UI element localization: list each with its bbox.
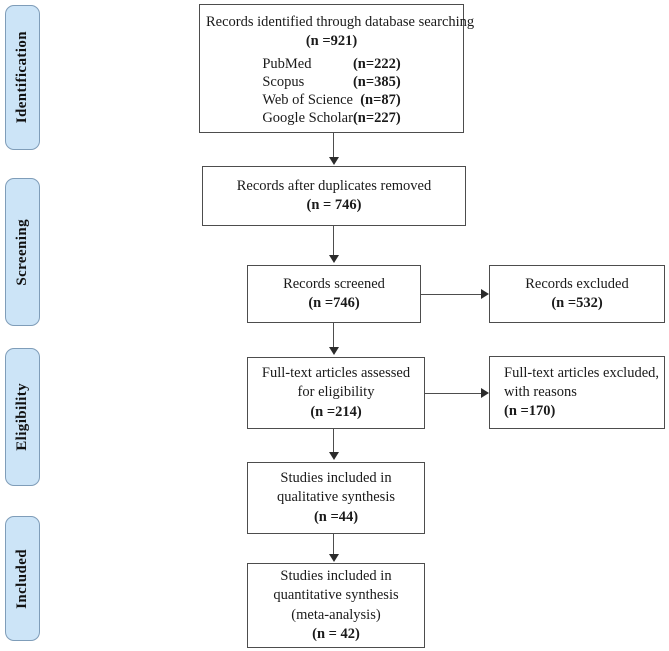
box-qualitative-synthesis: Studies included in qualitative synthesi… [247, 462, 425, 534]
quantitative-line2: quantitative synthesis [273, 587, 399, 604]
source-row-scopus: Scopus (n=385) [262, 73, 400, 91]
duplicates-removed-line1: Records after duplicates removed [236, 177, 432, 194]
database-source-list: PubMed (n=222) Scopus (n=385) Web of Sci… [262, 55, 400, 128]
connector-identified-to-duplicates [333, 133, 334, 159]
box-quantitative-synthesis: Studies included in quantitative synthes… [247, 563, 425, 648]
records-identified-count: (n =921) [305, 33, 358, 50]
phase-included: Included [5, 516, 40, 641]
fulltext-assessed-count: (n =214) [310, 403, 362, 420]
box-qualitative-synthesis-content: Studies included in qualitative synthesi… [248, 469, 424, 526]
source-name-web-of-science: Web of Science [262, 92, 353, 109]
arrow-screened-to-excluded [481, 289, 489, 299]
connector-duplicates-to-screened [333, 226, 334, 257]
fulltext-excluded-line1: Full-text articles excluded, [504, 364, 660, 381]
box-duplicates-removed: Records after duplicates removed (n = 74… [202, 166, 466, 226]
quantitative-line1: Studies included in [280, 568, 392, 585]
source-row-google-scholar: Google Scholar (n=227) [262, 109, 400, 127]
box-records-identified-content: Records identified through database sear… [200, 9, 475, 128]
box-records-screened: Records screened (n =746) [247, 265, 421, 323]
box-duplicates-removed-content: Records after duplicates removed (n = 74… [203, 177, 465, 215]
connector-screened-to-fulltext [333, 323, 334, 349]
source-count-google-scholar: (n=227) [352, 110, 401, 127]
phase-eligibility: Eligibility [5, 348, 40, 486]
fulltext-excluded-count: (n =170) [504, 403, 556, 420]
arrow-screened-to-fulltext [329, 347, 339, 355]
box-records-excluded: Records excluded (n =532) [489, 265, 665, 323]
connector-fulltext-to-excluded [425, 393, 481, 394]
source-row-pubmed: PubMed (n=222) [262, 55, 400, 73]
box-fulltext-assessed-content: Full-text articles assessed for eligibil… [248, 364, 424, 421]
records-excluded-line1: Records excluded [525, 275, 629, 292]
phase-screening-label: Screening [14, 218, 30, 286]
connector-qualitative-to-quantitative [333, 534, 334, 556]
source-name-google-scholar: Google Scholar [262, 110, 353, 127]
box-records-excluded-content: Records excluded (n =532) [490, 275, 664, 313]
connector-screened-to-excluded [421, 294, 481, 295]
records-identified-line1: Records identified through database sear… [206, 14, 475, 31]
quantitative-count: (n = 42) [312, 625, 360, 642]
quantitative-line3: (meta-analysis) [291, 606, 381, 623]
duplicates-removed-count: (n = 746) [306, 197, 362, 213]
source-count-pubmed: (n=222) [352, 55, 401, 72]
arrow-qualitative-to-quantitative [329, 554, 339, 562]
box-records-screened-content: Records screened (n =746) [248, 275, 420, 313]
box-quantitative-synthesis-content: Studies included in quantitative synthes… [248, 567, 424, 644]
phase-identification-label: Identification [14, 31, 30, 124]
source-name-pubmed: PubMed [262, 55, 312, 72]
fulltext-assessed-line1: Full-text articles assessed [261, 365, 411, 382]
phase-screening: Screening [5, 178, 40, 326]
qualitative-line1: Studies included in [280, 470, 392, 487]
source-name-scopus: Scopus [262, 73, 305, 90]
box-fulltext-excluded-content: Full-text articles excluded, with reason… [490, 364, 664, 421]
source-row-web-of-science: Web of Science (n=87) [262, 91, 400, 109]
source-count-scopus: (n=385) [352, 73, 401, 90]
phase-eligibility-label: Eligibility [14, 383, 30, 451]
arrow-fulltext-to-qualitative [329, 452, 339, 460]
records-excluded-count: (n =532) [551, 295, 603, 311]
phase-identification: Identification [5, 5, 40, 150]
arrow-identified-to-duplicates [329, 157, 339, 165]
qualitative-count: (n =44) [313, 508, 359, 525]
records-screened-count: (n =746) [308, 295, 360, 311]
records-screened-line1: Records screened [283, 275, 385, 292]
fulltext-excluded-line2: with reasons [504, 383, 577, 400]
connector-fulltext-to-qualitative [333, 429, 334, 454]
arrow-duplicates-to-screened [329, 255, 339, 263]
phase-included-label: Included [14, 548, 30, 609]
box-fulltext-excluded: Full-text articles excluded, with reason… [489, 356, 665, 429]
fulltext-assessed-line2: for eligibility [297, 384, 375, 401]
source-count-web-of-science: (n=87) [360, 92, 401, 109]
box-fulltext-assessed: Full-text articles assessed for eligibil… [247, 357, 425, 429]
qualitative-line2: qualitative synthesis [277, 489, 395, 506]
arrow-fulltext-to-excluded [481, 388, 489, 398]
box-records-identified: Records identified through database sear… [199, 4, 475, 133]
